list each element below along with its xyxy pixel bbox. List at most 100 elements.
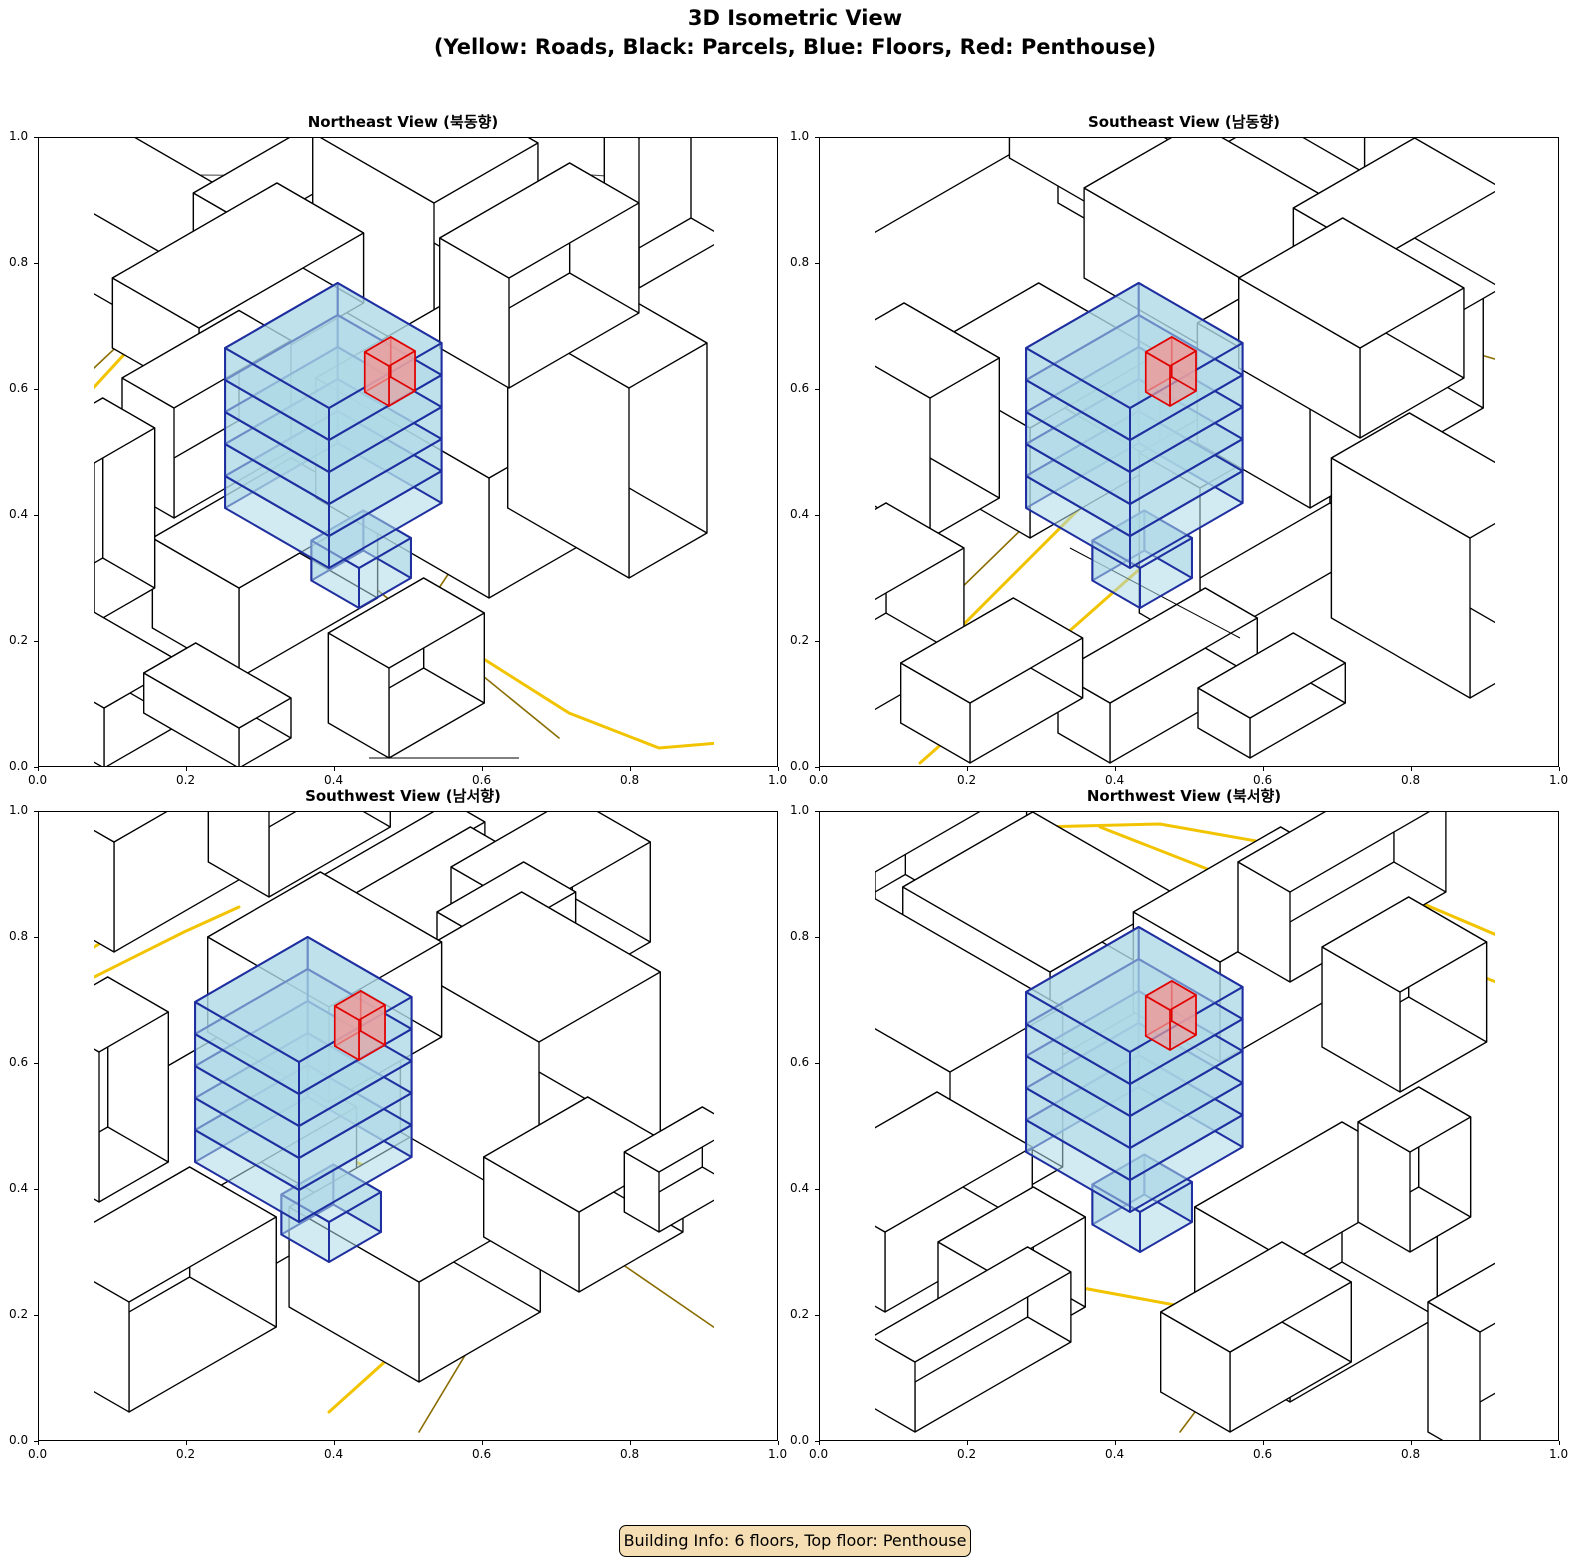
y-tick-label: 0.6: [790, 381, 810, 395]
y-tick-label: 1.0: [9, 803, 29, 817]
y-tick-label: 1.0: [9, 129, 29, 143]
y-tick-mark: [34, 937, 38, 938]
x-tick-label: 0.4: [324, 1447, 344, 1461]
box: [1330, 412, 1495, 699]
y-tick-label: 0.2: [790, 633, 810, 647]
figure-title-line1: 3D Isometric View: [687, 6, 903, 30]
box: [1160, 1241, 1352, 1433]
southwest-scene: [94, 812, 714, 1433]
box: [875, 138, 1040, 233]
x-tick-mark: [186, 1441, 187, 1445]
box: [1238, 217, 1465, 439]
figure-title-line2: (Yellow: Roads, Black: Parcels, Blue: Fl…: [433, 35, 1157, 59]
x-tick-mark: [186, 767, 187, 771]
x-tick-label: 0.6: [472, 1447, 492, 1461]
road-line: [417, 616, 714, 750]
x-tick-label: 0.0: [28, 1447, 48, 1461]
x-tick-mark: [334, 767, 335, 771]
y-tick-label: 0.2: [790, 1307, 810, 1321]
northwest-scene: [875, 812, 1495, 1440]
box: [1197, 632, 1346, 759]
x-tick-label: 0.6: [1253, 773, 1273, 787]
x-tick-mark: [1115, 767, 1116, 771]
x-tick-mark: [778, 767, 779, 771]
box: [1321, 896, 1488, 1093]
x-tick-mark: [819, 767, 820, 771]
x-tick-mark: [819, 1441, 820, 1445]
x-tick-label: 1.0: [1549, 773, 1569, 787]
y-tick-label: 0.6: [790, 1055, 810, 1069]
y-tick-mark: [34, 515, 38, 516]
axes-southwest: [38, 811, 778, 1441]
y-tick-mark: [34, 1315, 38, 1316]
y-tick-label: 1.0: [790, 803, 810, 817]
southeast-scene: [875, 138, 1495, 765]
y-tick-label: 0.2: [9, 1307, 29, 1321]
x-tick-label: 1.0: [768, 773, 788, 787]
x-tick-mark: [1411, 767, 1412, 771]
box: [1427, 1262, 1495, 1440]
x-tick-mark: [482, 767, 483, 771]
box: [94, 1166, 277, 1413]
y-tick-label: 0.4: [9, 507, 29, 521]
y-tick-label: 0.0: [9, 1433, 29, 1447]
box: [207, 812, 391, 898]
panel-title-northeast: Northeast View (북동향): [307, 113, 499, 131]
panel-title-southwest: Southwest View (남서향): [305, 787, 501, 805]
y-tick-mark: [34, 767, 38, 768]
y-tick-mark: [815, 263, 819, 264]
box: [875, 1246, 1072, 1433]
y-tick-label: 0.4: [790, 1181, 810, 1195]
x-tick-label: 0.0: [809, 1447, 829, 1461]
road-line: [618, 1261, 714, 1329]
y-tick-mark: [34, 641, 38, 642]
main-building: [1025, 282, 1244, 609]
x-tick-label: 0.8: [1401, 773, 1421, 787]
y-tick-label: 0.8: [790, 929, 810, 943]
x-tick-mark: [967, 1441, 968, 1445]
box: [143, 642, 292, 766]
box: [875, 302, 1000, 539]
axes-northeast: [38, 137, 778, 767]
x-tick-mark: [1559, 767, 1560, 771]
y-tick-mark: [815, 1315, 819, 1316]
y-tick-label: 0.8: [9, 255, 29, 269]
x-tick-label: 0.6: [1253, 1447, 1273, 1461]
y-tick-mark: [815, 1441, 819, 1442]
x-tick-mark: [967, 767, 968, 771]
x-tick-mark: [630, 767, 631, 771]
box: [439, 162, 640, 389]
x-tick-mark: [38, 1441, 39, 1445]
scene-clip: [875, 812, 1495, 1440]
x-tick-label: 0.2: [176, 773, 196, 787]
x-tick-label: 0.8: [620, 1447, 640, 1461]
y-tick-mark: [815, 811, 819, 812]
x-tick-label: 0.0: [28, 773, 48, 787]
axes-northwest: [819, 811, 1559, 1441]
x-tick-mark: [1263, 1441, 1264, 1445]
panel-title-northwest: Northwest View (북서향): [1086, 787, 1282, 805]
x-tick-label: 1.0: [1549, 1447, 1569, 1461]
scene-clip: [94, 138, 714, 766]
x-tick-mark: [778, 1441, 779, 1445]
x-tick-label: 0.2: [176, 1447, 196, 1461]
x-tick-mark: [1263, 767, 1264, 771]
y-tick-mark: [815, 1189, 819, 1190]
x-tick-label: 0.4: [324, 773, 344, 787]
y-tick-label: 0.2: [9, 633, 29, 647]
y-tick-label: 0.8: [790, 255, 810, 269]
x-tick-label: 1.0: [768, 1447, 788, 1461]
y-tick-mark: [34, 1441, 38, 1442]
x-tick-mark: [630, 1441, 631, 1445]
y-tick-mark: [815, 641, 819, 642]
y-tick-mark: [815, 137, 819, 138]
x-tick-label: 0.4: [1105, 1447, 1125, 1461]
axes-southeast: [819, 137, 1559, 767]
y-tick-mark: [34, 263, 38, 264]
y-tick-mark: [815, 937, 819, 938]
x-tick-label: 0.6: [472, 773, 492, 787]
main-building: [224, 282, 443, 609]
y-tick-mark: [815, 515, 819, 516]
northeast-scene: [94, 138, 714, 766]
y-tick-mark: [34, 137, 38, 138]
